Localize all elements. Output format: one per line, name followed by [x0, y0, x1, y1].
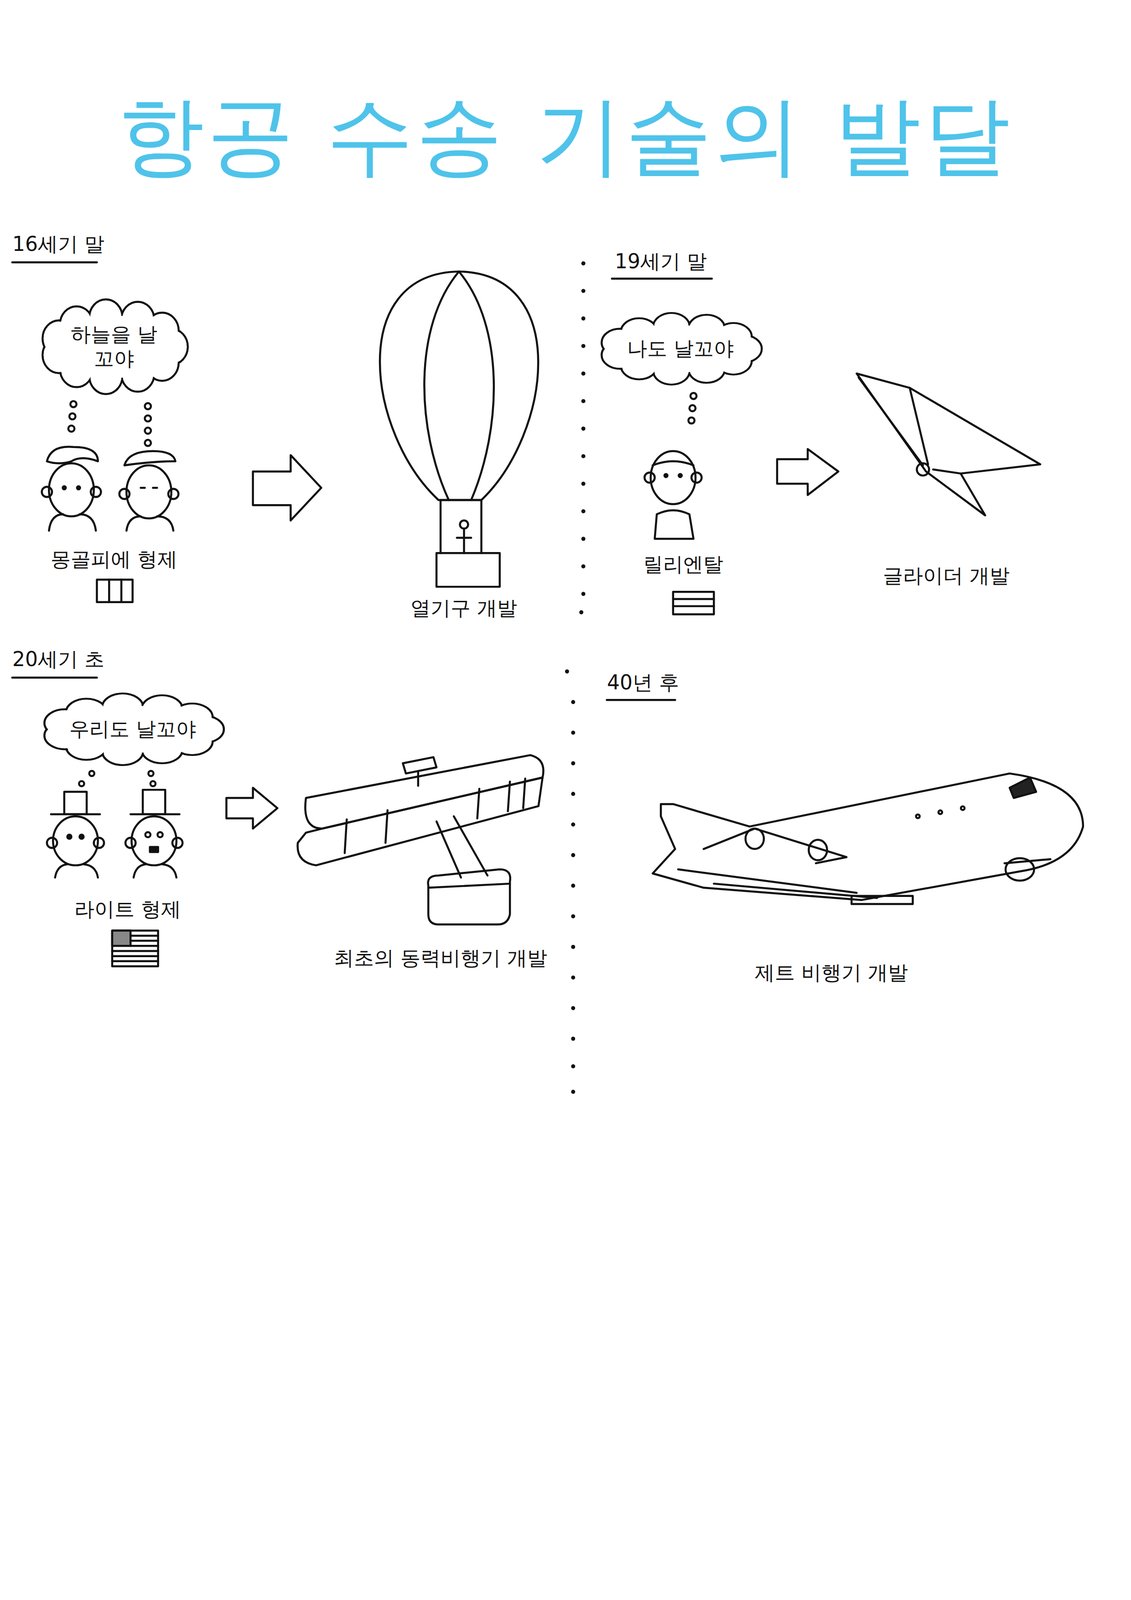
underline [607, 698, 676, 701]
dotted-divider [565, 261, 586, 1094]
bubble-text: 우리도 날꼬야 [69, 716, 197, 742]
inventor-name: 릴리엔탈 [643, 552, 724, 576]
underline [12, 261, 98, 264]
invention-caption: 제트 비행기 개발 [754, 960, 908, 985]
thought-dots [68, 392, 697, 786]
biplane [297, 754, 544, 924]
hot-air-balloon [379, 271, 539, 587]
thought-bubble: 하늘을 날꼬야 [38, 297, 190, 396]
inventor-name: 몽골피에 형제 [50, 547, 178, 571]
underline [12, 676, 98, 679]
period-heading: 20세기 초 [12, 647, 105, 671]
invention-caption: 열기구 개발 [410, 596, 518, 620]
thought-bubble: 우리도 날꼬야 [39, 691, 226, 767]
glider [856, 373, 1041, 516]
arrow-symbol [226, 787, 278, 829]
page-title: 항공 수송 기술의 발달 [117, 78, 1013, 196]
lilienthal-figure [644, 451, 714, 615]
period-heading: 40년 후 [607, 670, 680, 695]
thought-bubble: 나도 날꼬야 [597, 311, 764, 386]
arrow-symbol [253, 455, 322, 521]
invention-caption: 글라이더 개발 [882, 564, 1010, 588]
inventor-name: 라이트 형제 [74, 897, 182, 921]
period-heading: 16세기 말 [12, 232, 105, 256]
wright-brothers [46, 789, 183, 966]
bubble-text: 나도 날꼬야 [627, 336, 734, 361]
bubble-text: 하늘을 날꼬야 [68, 322, 160, 371]
underline [612, 277, 712, 280]
period-heading: 19세기 말 [614, 249, 707, 274]
jet-airplane [652, 773, 1084, 904]
invention-caption: 최초의 동력비행기 개발 [333, 946, 548, 970]
arrow-symbol [777, 448, 839, 495]
montgolfier-brothers [41, 446, 179, 602]
